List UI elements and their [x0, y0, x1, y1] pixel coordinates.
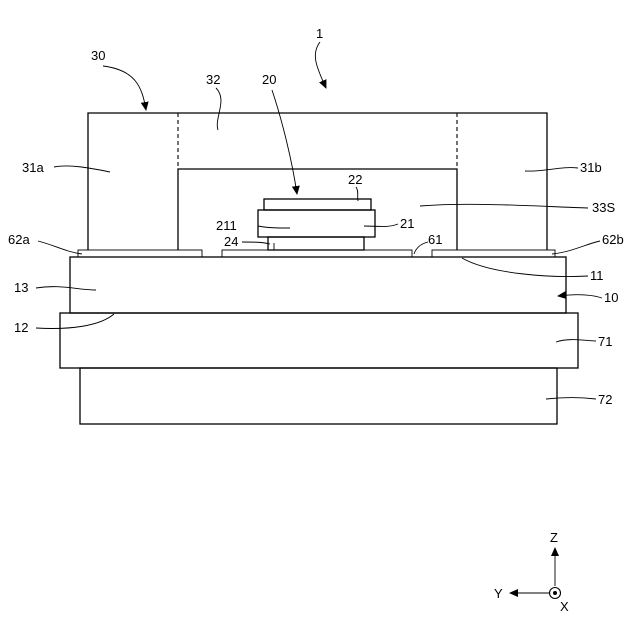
- arrow-1: [315, 42, 326, 88]
- pad-62a: [78, 250, 202, 257]
- leader-13: [36, 287, 96, 290]
- axis-y-label: Y: [494, 586, 503, 601]
- arrow-20: [272, 90, 297, 194]
- cap-30-outline: [88, 113, 547, 250]
- chip-bump-layer: [268, 237, 364, 250]
- leader-32: [216, 88, 221, 130]
- label-cap-top-32: 32: [206, 72, 220, 87]
- arrow-30: [103, 66, 146, 110]
- label-bump-24: 24: [224, 234, 238, 249]
- label-space-33S: 33S: [592, 200, 615, 215]
- leader-12: [36, 314, 114, 328]
- leader-24: [242, 242, 270, 244]
- pad-62b: [432, 250, 555, 257]
- leader-31b: [525, 168, 578, 172]
- label-wall-31b: 31b: [580, 160, 602, 175]
- leader-62b: [552, 241, 600, 254]
- label-chip-20: 20: [262, 72, 276, 87]
- chip-body-21: [258, 210, 375, 237]
- label-substrate-10: 10: [604, 290, 618, 305]
- axis-z-label: Z: [550, 530, 558, 545]
- axis-x-label: X: [560, 599, 569, 614]
- pad-61: [222, 250, 412, 257]
- leader-62a: [38, 241, 82, 254]
- leader-11: [462, 258, 588, 276]
- label-layer-71: 71: [598, 334, 612, 349]
- leader-33S: [420, 204, 588, 208]
- arrow-10: [558, 295, 602, 298]
- coordinate-axes: Z Y X: [494, 530, 569, 614]
- label-surface-11: 11: [590, 268, 604, 283]
- label-pad-62a: 62a: [8, 232, 30, 247]
- label-cap-30: 30: [91, 48, 105, 63]
- leader-31a: [54, 166, 110, 172]
- leader-72: [546, 398, 596, 400]
- label-chip-body-21: 21: [400, 216, 414, 231]
- leader-61: [414, 242, 428, 254]
- label-device-1: 1: [316, 26, 323, 41]
- label-side-13: 13: [14, 280, 28, 295]
- label-wall-31a: 31a: [22, 160, 44, 175]
- chip-top-22: [264, 199, 371, 210]
- label-bottom-face-12: 12: [14, 320, 28, 335]
- layer-72: [80, 368, 557, 424]
- label-chip-layer-211: 211: [216, 218, 237, 233]
- label-pad-61: 61: [428, 232, 442, 247]
- label-pad-62b: 62b: [602, 232, 624, 247]
- substrate-10: [70, 257, 566, 313]
- leader-21: [364, 224, 398, 227]
- label-layer-72: 72: [598, 392, 612, 407]
- leader-71: [556, 340, 596, 342]
- leader-211: [258, 226, 290, 228]
- layer-71: [60, 313, 578, 368]
- label-chip-top-22: 22: [348, 172, 362, 187]
- axis-x-dot: [553, 591, 557, 595]
